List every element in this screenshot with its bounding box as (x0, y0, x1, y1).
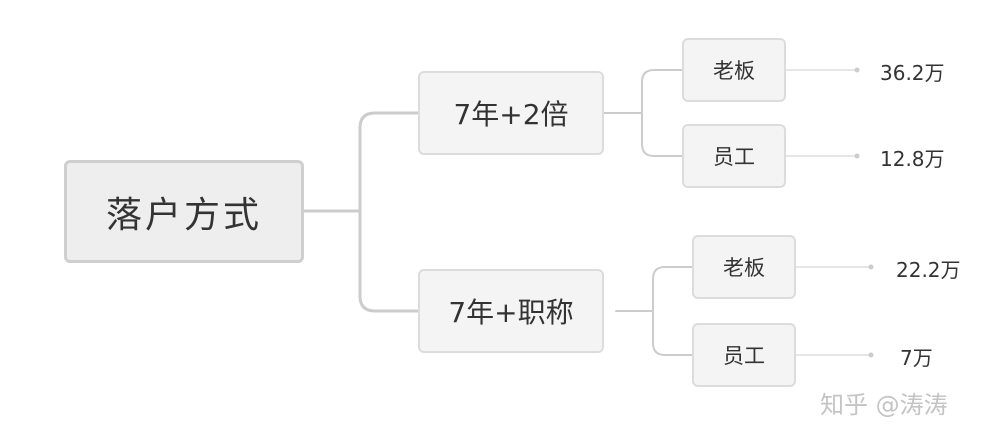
leaf-node-boss-2[interactable]: 老板 (692, 235, 796, 299)
root-label: 落户方式 (105, 194, 262, 236)
branch-label-1: 7年+2倍 (453, 98, 569, 131)
value-label-3: 22.2万 (896, 258, 961, 282)
value-label-1: 36.2万 (880, 61, 945, 85)
connector-dot-4 (868, 352, 874, 358)
leaf-node-employee-2[interactable]: 员工 (692, 323, 796, 387)
leaf-node-boss-1[interactable]: 老板 (682, 38, 786, 102)
branch-node-1[interactable]: 7年+2倍 (418, 71, 604, 155)
connector-root-branch-1 (302, 111, 420, 213)
connector-root-branch-2 (358, 209, 420, 313)
connector-dot-2 (854, 153, 860, 159)
value-label-2: 12.8万 (880, 147, 945, 171)
connector-dot-1 (854, 67, 860, 73)
root-node[interactable]: 落户方式 (64, 160, 304, 263)
watermark: 知乎 @涛涛 (820, 391, 948, 419)
branch-label-2: 7年+职称 (448, 296, 574, 329)
connector-branch-1-leaf-2 (641, 112, 683, 157)
value-label-4: 7万 (900, 346, 933, 370)
leaf-label: 老板 (723, 256, 765, 280)
leaf-node-employee-1[interactable]: 员工 (682, 124, 786, 188)
branch-node-2[interactable]: 7年+职称 (418, 269, 604, 353)
connector-branch-1-leaf-1 (603, 69, 683, 114)
leaf-label: 老板 (713, 59, 755, 83)
connector-dot-3 (868, 264, 874, 270)
connector-branch-2-leaf-2 (652, 310, 693, 356)
connector-branch-2-leaf-1 (615, 266, 693, 312)
leaf-label: 员工 (713, 145, 755, 169)
leaf-label: 员工 (723, 344, 765, 368)
